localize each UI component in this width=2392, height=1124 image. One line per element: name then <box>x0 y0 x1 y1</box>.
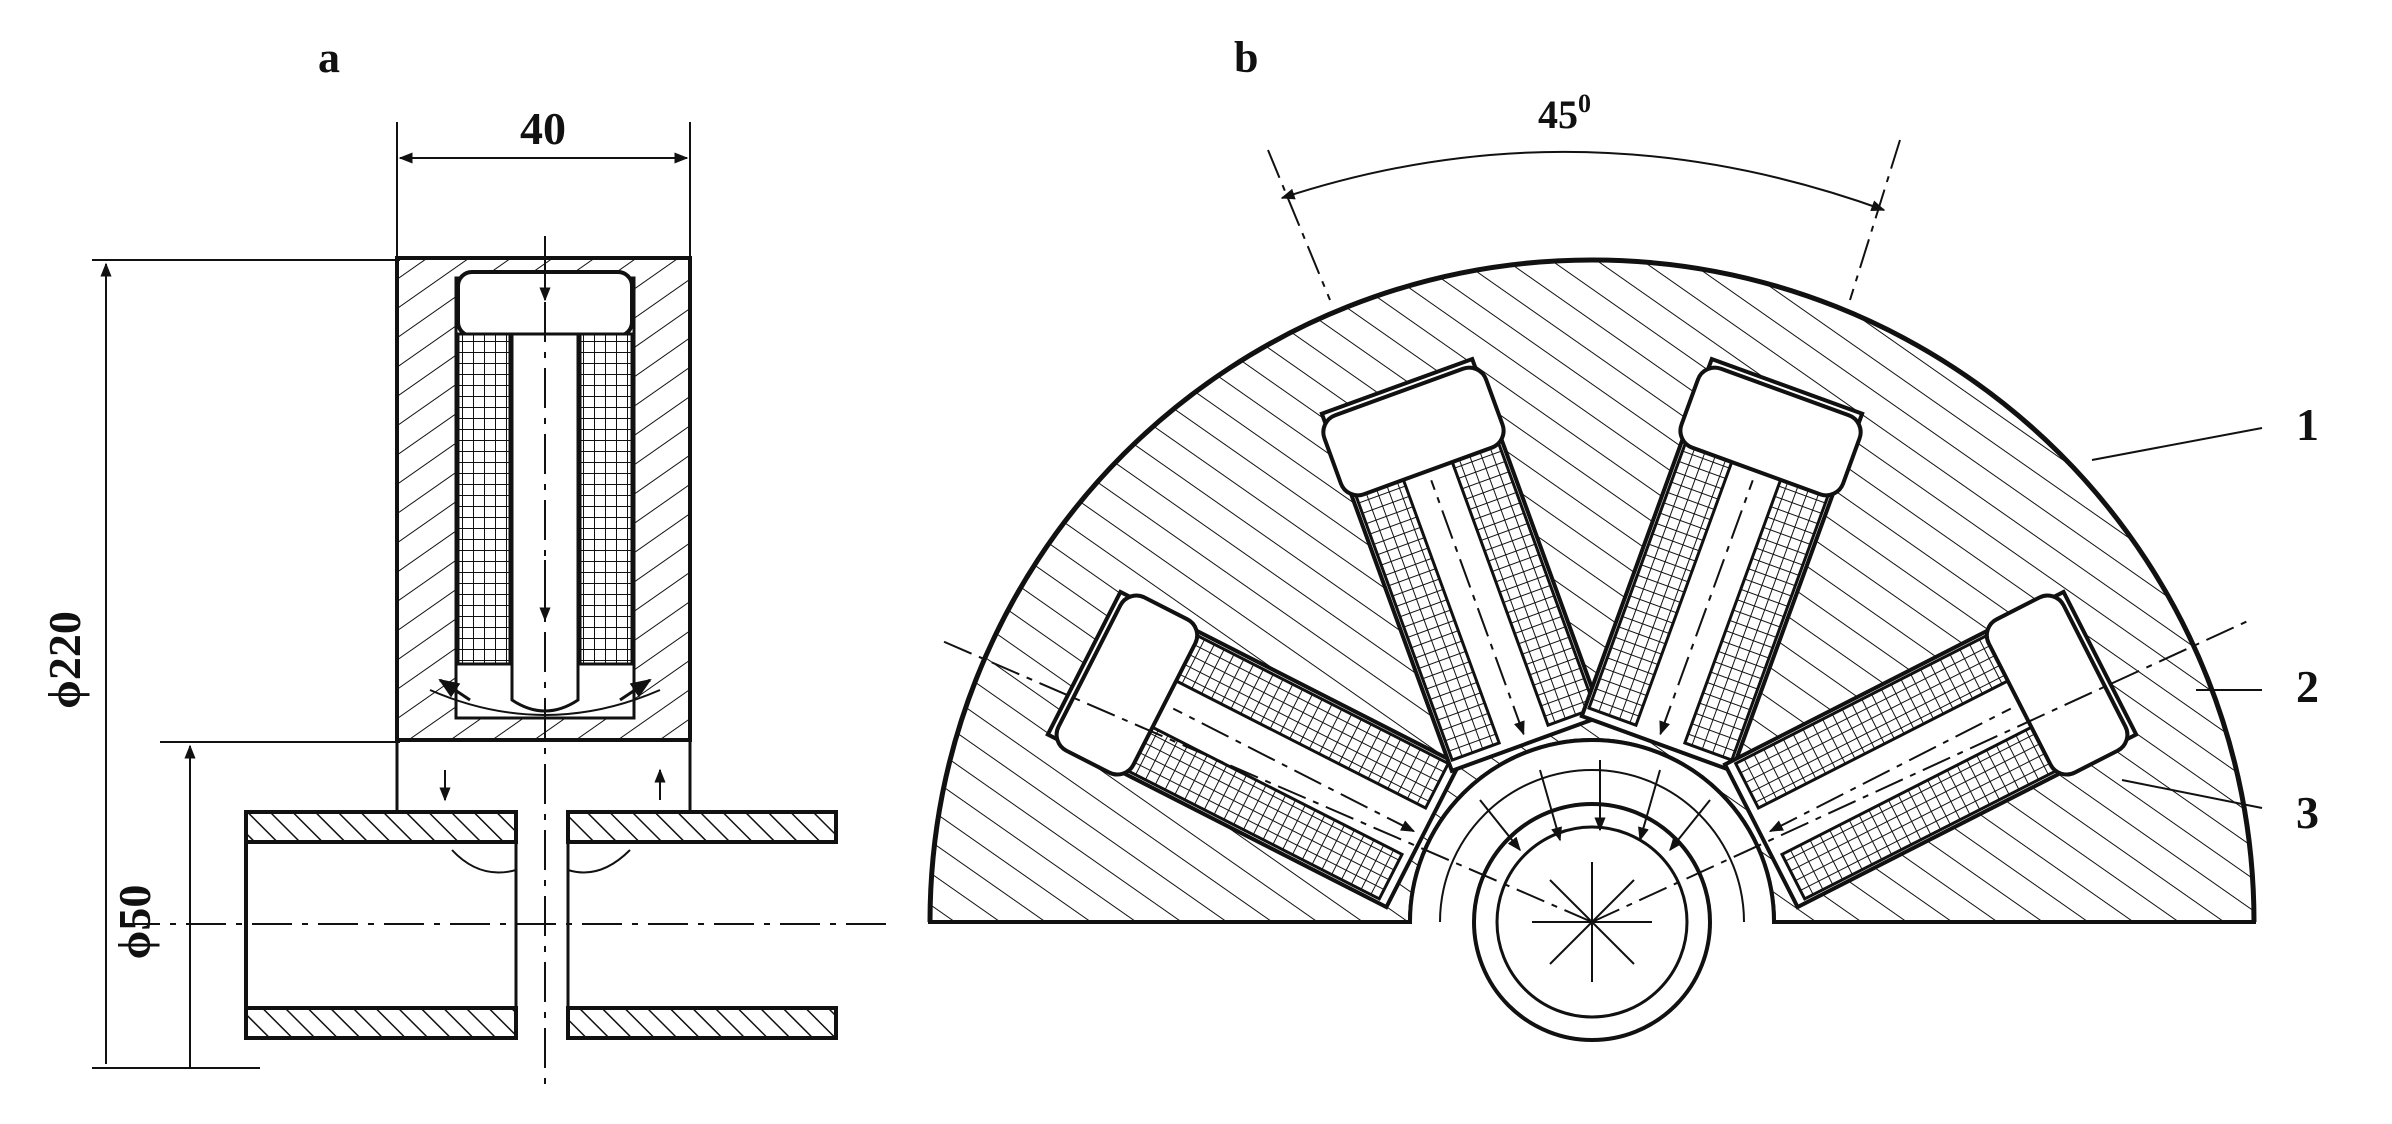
outer-diameter-dimension: ϕ220 <box>39 259 400 1069</box>
radial-center-lines <box>939 619 2251 923</box>
panel-b: b 450 <box>927 33 2319 1042</box>
cartridge-radial-3 <box>1579 356 1865 774</box>
cartridge-radial-1 <box>1045 589 1462 910</box>
callout-3: 3 <box>2296 787 2319 838</box>
pipe-diameter-value: ϕ50 <box>109 885 160 960</box>
cartridge-radial-4 <box>1722 589 2139 910</box>
callout-2: 2 <box>2296 661 2319 712</box>
width-dimension-value: 40 <box>520 103 566 154</box>
outer-diameter-value: ϕ220 <box>39 611 90 709</box>
cartridge-section <box>395 236 692 1090</box>
pipe-diameter-dimension: ϕ50 <box>109 741 400 1068</box>
feed-pipe <box>120 740 890 1040</box>
callouts: 1 2 3 <box>2091 399 2319 838</box>
panel-a: a 40 ϕ220 ϕ50 <box>39 33 890 1090</box>
angle-dimension: 450 <box>1267 89 1901 301</box>
width-dimension: 40 <box>396 103 691 260</box>
angle-value: 450 <box>1538 89 1591 137</box>
callout-1: 1 <box>2296 399 2319 450</box>
panel-a-label: a <box>318 33 340 82</box>
cartridge-radial-2 <box>1319 356 1605 774</box>
panel-b-label: b <box>1234 33 1258 82</box>
